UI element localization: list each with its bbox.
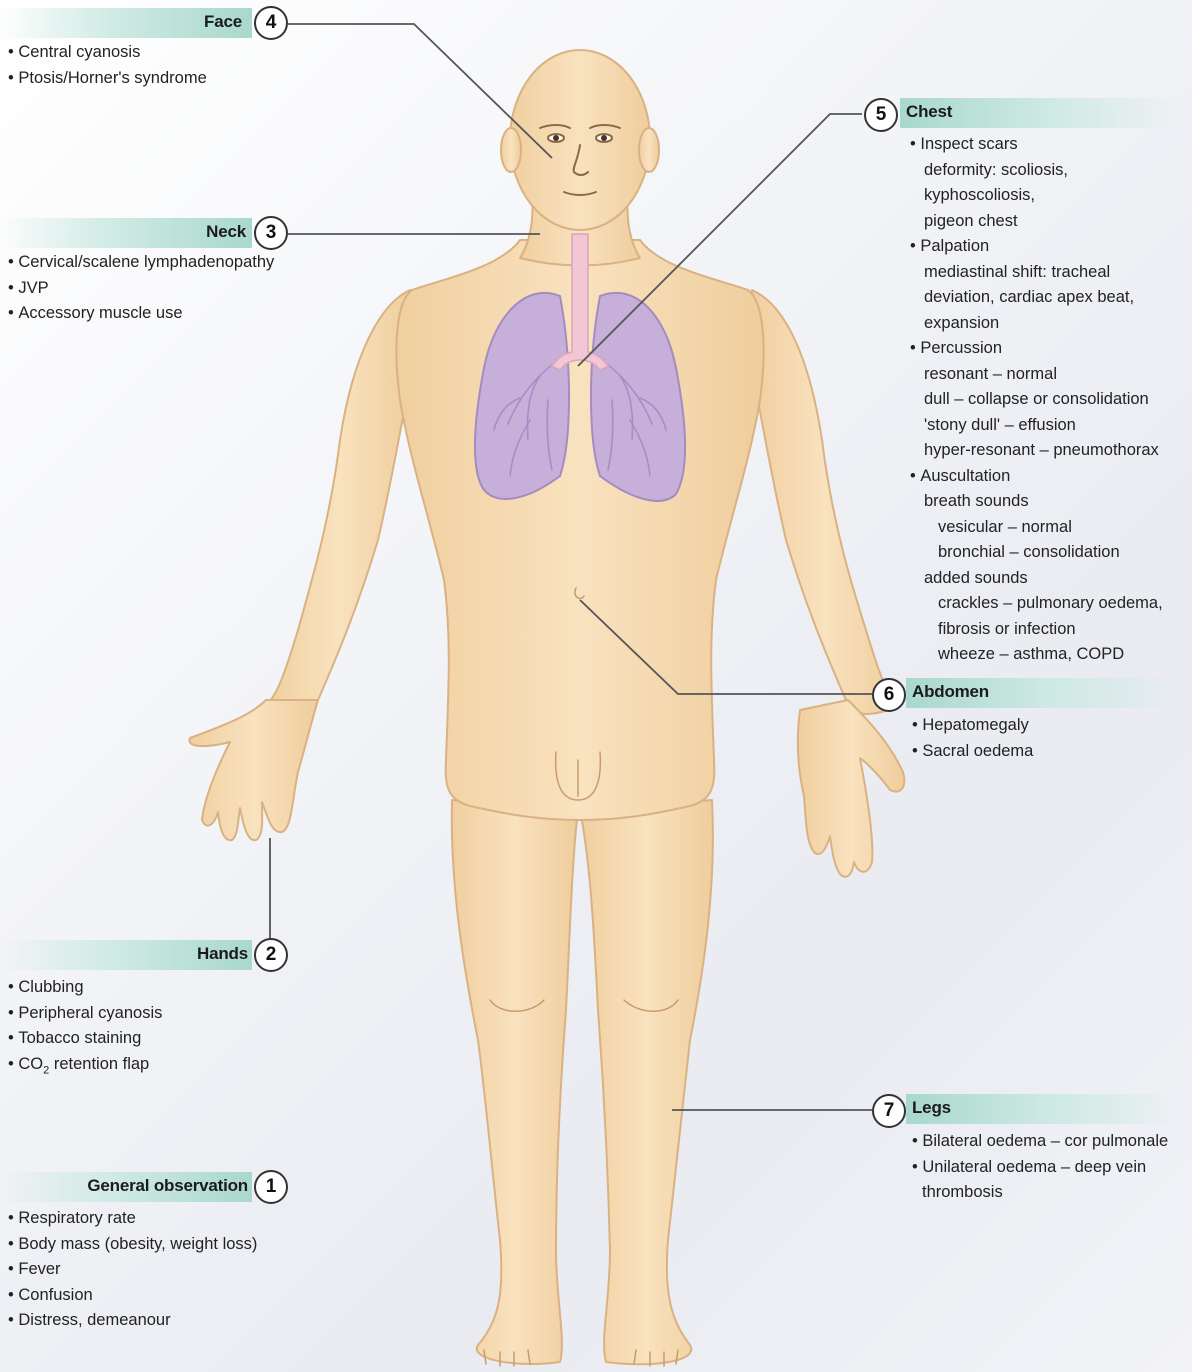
general-title: General observation (87, 1176, 248, 1196)
general-number-badge: 1 (254, 1170, 288, 1204)
legs-list: Bilateral oedema – cor pulmonale Unilate… (912, 1129, 1168, 1206)
chest-line: dull – collapse or consolidation (906, 387, 1163, 413)
chest-line: crackles – pulmonary oedema, (906, 591, 1163, 617)
chest-line: deformity: scoliosis, (906, 158, 1163, 184)
general-item: Body mass (obesity, weight loss) (8, 1232, 257, 1258)
hands-item: Clubbing (8, 975, 162, 1001)
hands-title: Hands (197, 944, 248, 964)
chest-line: breath sounds (906, 489, 1163, 515)
retention-flap-text: retention flap (49, 1055, 149, 1073)
chest-line: Inspect scars (906, 132, 1163, 158)
neck-list: Cervical/scalene lymphadenopathy JVP Acc… (8, 250, 274, 327)
neck-item: Cervical/scalene lymphadenopathy (8, 250, 274, 276)
leader-chest (578, 114, 862, 366)
hands-list: Clubbing Peripheral cyanosis Tobacco sta… (8, 975, 162, 1083)
chest-line: resonant – normal (906, 362, 1163, 388)
neck-number-badge: 3 (254, 216, 288, 250)
hands-item: Tobacco staining (8, 1026, 162, 1052)
neck-header: Neck (0, 218, 252, 248)
abdomen-number-badge: 6 (872, 678, 906, 712)
legs-number-badge: 7 (872, 1094, 906, 1128)
chest-line: Palpation (906, 234, 1163, 260)
chest-line: vesicular – normal (906, 515, 1163, 541)
hands-item-co2: CO2 retention flap (8, 1052, 162, 1084)
legs-line: Unilateral oedema – deep vein (912, 1155, 1168, 1181)
hands-header: Hands (0, 940, 252, 970)
leader-abdomen (580, 600, 872, 694)
abdomen-title: Abdomen (912, 682, 989, 702)
face-list: Central cyanosis Ptosis/Horner's syndrom… (8, 40, 207, 91)
chest-line: 'stony dull' – effusion (906, 413, 1163, 439)
face-number-badge: 4 (254, 6, 288, 40)
chest-line: expansion (906, 311, 1163, 337)
legs-title: Legs (912, 1098, 951, 1118)
abdomen-item: Sacral oedema (912, 739, 1033, 765)
chest-list: Inspect scars deformity: scoliosis, kyph… (906, 132, 1163, 668)
chest-line: mediastinal shift: tracheal (906, 260, 1163, 286)
face-header: Face (0, 8, 252, 38)
legs-header: Legs (906, 1094, 1180, 1124)
legs-line: Bilateral oedema – cor pulmonale (912, 1129, 1168, 1155)
chest-title: Chest (906, 102, 952, 122)
chest-line: deviation, cardiac apex beat, (906, 285, 1163, 311)
abdomen-header: Abdomen (906, 678, 1180, 708)
chest-line: Percussion (906, 336, 1163, 362)
hands-item: Peripheral cyanosis (8, 1001, 162, 1027)
neck-item: Accessory muscle use (8, 301, 274, 327)
abdomen-item: Hepatomegaly (912, 713, 1033, 739)
hands-number-badge: 2 (254, 938, 288, 972)
general-item: Confusion (8, 1283, 257, 1309)
co2-text: CO (18, 1055, 43, 1073)
chest-number-badge: 5 (864, 98, 898, 132)
chest-line: pigeon chest (906, 209, 1163, 235)
face-title: Face (204, 12, 242, 32)
leader-face (288, 24, 552, 158)
general-item: Distress, demeanour (8, 1308, 257, 1334)
chest-line: added sounds (906, 566, 1163, 592)
chest-line: kyphoscoliosis, (906, 183, 1163, 209)
chest-line: fibrosis or infection (906, 617, 1163, 643)
general-item: Respiratory rate (8, 1206, 257, 1232)
chest-header: Chest (900, 98, 1180, 128)
chest-line: wheeze – asthma, COPD (906, 642, 1163, 668)
neck-title: Neck (206, 222, 246, 242)
general-list: Respiratory rate Body mass (obesity, wei… (8, 1206, 257, 1334)
abdomen-list: Hepatomegaly Sacral oedema (912, 713, 1033, 764)
chest-line: hyper-resonant – pneumothorax (906, 438, 1163, 464)
legs-line: thrombosis (912, 1180, 1168, 1206)
face-item: Ptosis/Horner's syndrome (8, 66, 207, 92)
chest-line: bronchial – consolidation (906, 540, 1163, 566)
general-item: Fever (8, 1257, 257, 1283)
chest-line: Auscultation (906, 464, 1163, 490)
general-header: General observation (0, 1172, 252, 1202)
face-item: Central cyanosis (8, 40, 207, 66)
neck-item: JVP (8, 276, 274, 302)
